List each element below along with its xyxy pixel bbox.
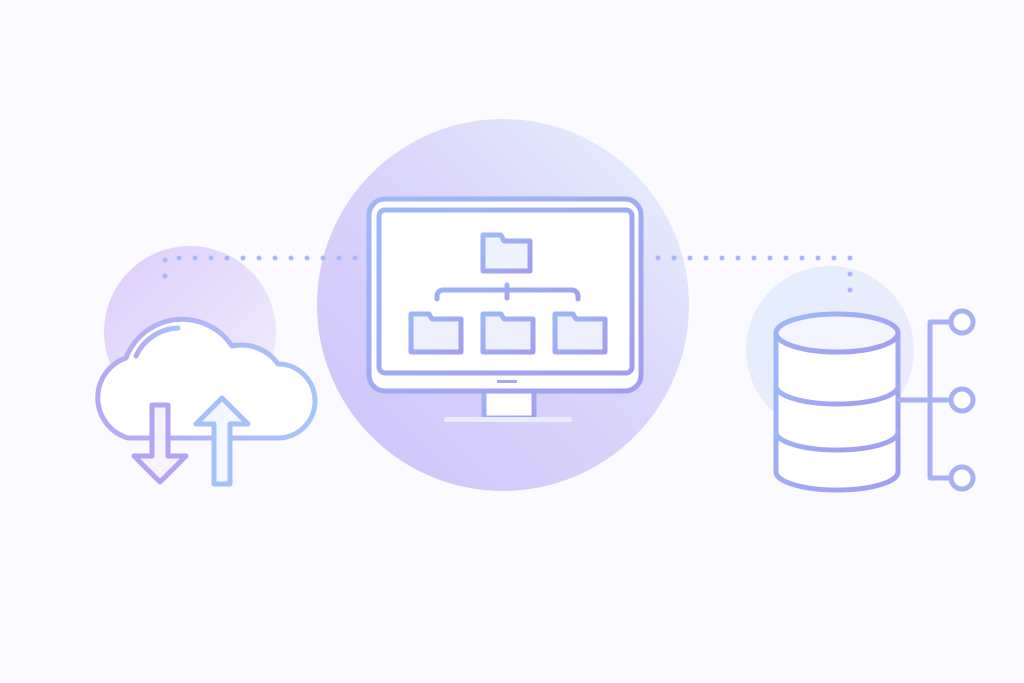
node-icon [948, 464, 976, 492]
database-icon [773, 308, 976, 493]
cloud-sync-icon [95, 316, 318, 487]
dotted-connector-left [162, 255, 358, 295]
folder-icon [408, 311, 464, 355]
upload-arrow-icon [193, 395, 251, 487]
monitor-stand-base [444, 417, 572, 422]
tree-bracket [434, 282, 581, 302]
monitor-indicator [497, 380, 517, 383]
download-arrow-icon [131, 402, 189, 485]
network-connectors [895, 308, 976, 492]
node-icon [948, 308, 976, 336]
node-icon [948, 386, 976, 414]
folder-icon [480, 232, 533, 274]
folder-icon [552, 311, 608, 355]
monitor-folder-tree-icon [366, 196, 644, 422]
folder-icon [480, 311, 536, 355]
dotted-connector-right [655, 255, 853, 309]
